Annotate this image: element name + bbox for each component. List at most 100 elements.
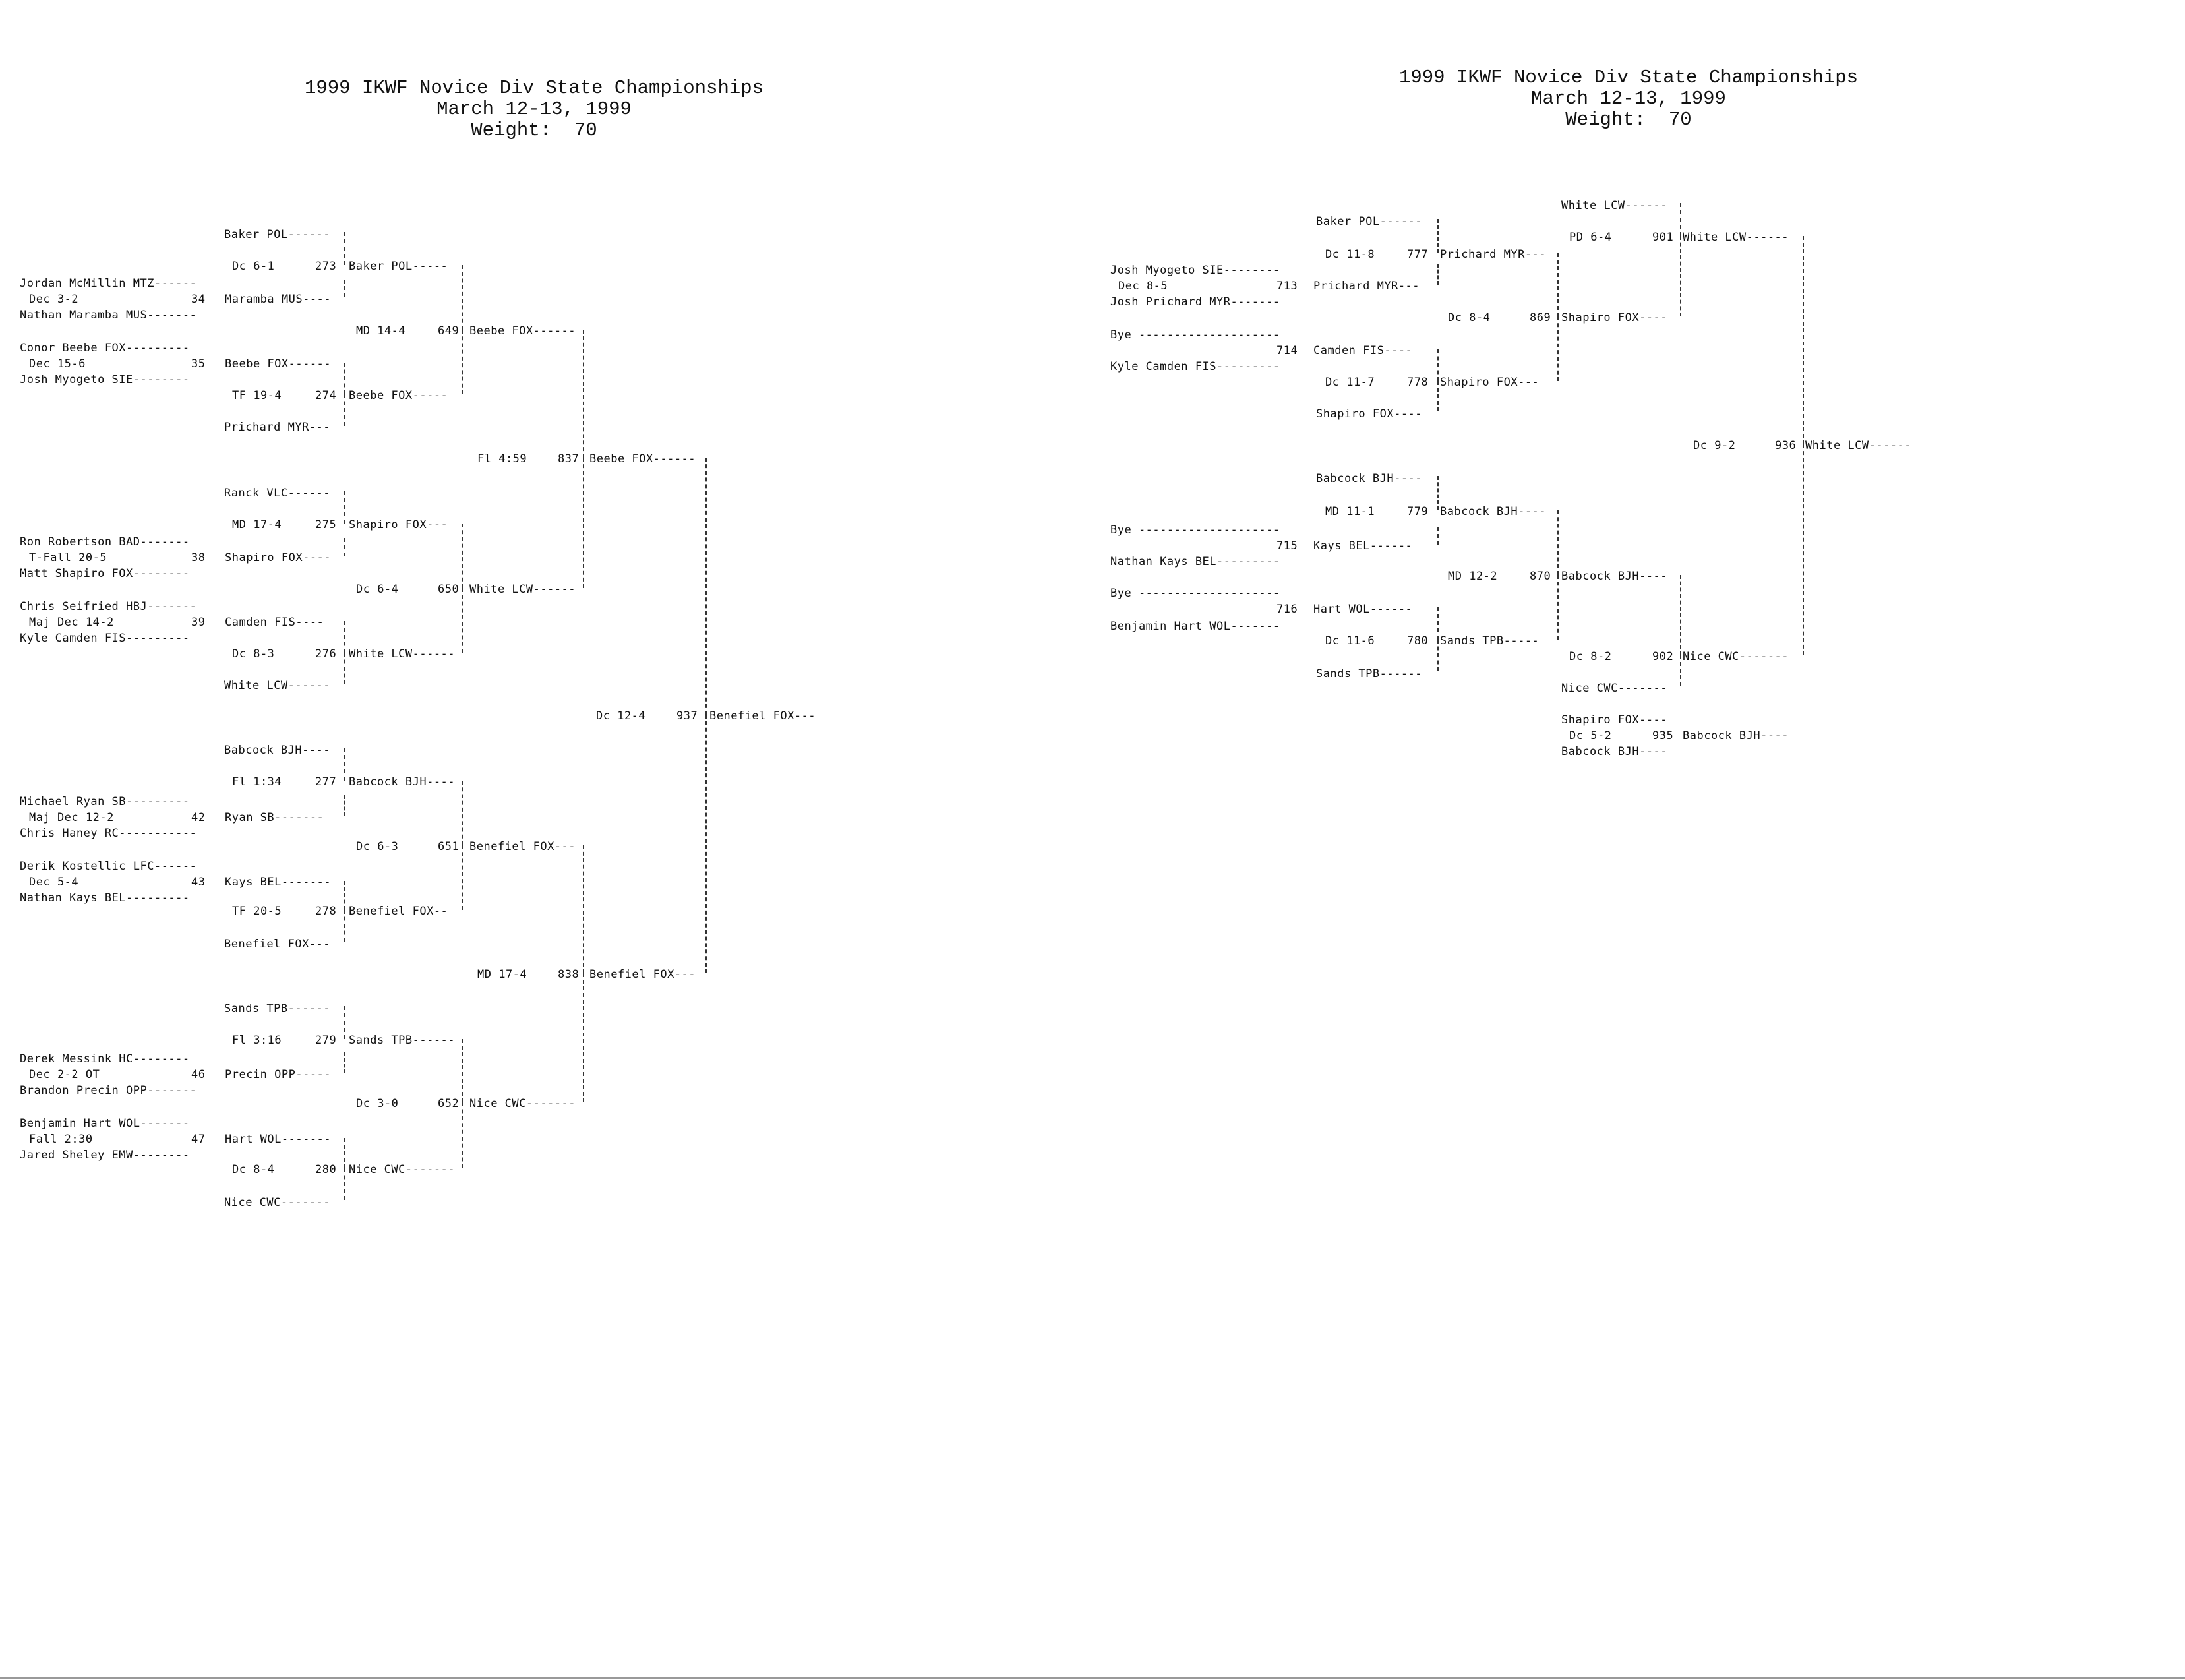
bracket-entry: Shapiro FOX---- xyxy=(1316,407,1423,421)
bracket-entry: Fall 2:30 xyxy=(29,1133,93,1146)
bracket-entry: Dc 8-3 xyxy=(232,647,275,661)
bracket-entry: Camden FIS---- xyxy=(1313,344,1413,357)
bracket-entry: Brandon Precin OPP------- xyxy=(20,1084,197,1097)
right-title-line1: 1999 IKWF Novice Div State Championships xyxy=(1398,67,1859,88)
bracket-entry: Maj Dec 14-2 xyxy=(29,616,114,629)
bracket-entry: Babcock BJH---- xyxy=(1316,472,1423,485)
bracket-entry: White LCW------ xyxy=(1683,231,1789,244)
bracket-entry: Dec 15-6 xyxy=(29,357,86,371)
bracket-entry: Dc 12-4 xyxy=(596,709,646,723)
bracket-entry: MD 17-4 xyxy=(477,968,527,981)
bracket-entry: Babcock BJH---- xyxy=(349,775,456,789)
bracket-entry: White LCW------ xyxy=(224,679,331,692)
bracket-entry: Shapiro FOX---- xyxy=(1561,311,1668,324)
bracket-entry: MD 14-4 xyxy=(356,324,406,338)
bracket-entry: 838 xyxy=(558,968,580,981)
bracket-entry: Prichard MYR--- xyxy=(1313,280,1420,293)
bracket-entry: Nice CWC------- xyxy=(349,1163,456,1176)
bracket-entry: 869 xyxy=(1530,311,1551,324)
bracket-entry: 652 xyxy=(438,1097,460,1110)
bracket-entry: Kays BEL------ xyxy=(1313,539,1413,553)
bracket-entry: 714 xyxy=(1276,344,1298,357)
bracket-entry: Derik Kostellic LFC------ xyxy=(20,860,197,873)
left-title-line1: 1999 IKWF Novice Div State Championships xyxy=(304,77,764,99)
bracket-entry: Benefiel FOX--- xyxy=(469,840,576,853)
bracket-entry: Fl 3:16 xyxy=(232,1034,282,1047)
bracket-entry: Matt Shapiro FOX-------- xyxy=(20,567,190,580)
bracket-entry: Jordan McMillin MTZ------ xyxy=(20,277,197,290)
bracket-entry: Dc 8-4 xyxy=(1448,311,1491,324)
bracket-entry: 716 xyxy=(1276,603,1298,616)
bracket-entry: Sands TPB------ xyxy=(224,1002,331,1015)
bracket-entry: Dc 8-2 xyxy=(1569,650,1612,663)
bracket-entry: Babcock BJH---- xyxy=(1440,505,1547,518)
bracket-entry: 936 xyxy=(1775,439,1797,452)
bracket-entry: Prichard MYR--- xyxy=(224,421,331,434)
bracket-entry: Beebe FOX------ xyxy=(469,324,576,338)
bracket-entry: Dc 11-8 xyxy=(1325,248,1375,261)
bracket-entry: Jared Sheley EMW-------- xyxy=(20,1149,190,1162)
bracket-entry: Benefiel FOX--- xyxy=(709,709,816,723)
bracket-entry: Dec 5-4 xyxy=(29,876,79,889)
bracket-entry: TF 19-4 xyxy=(232,389,282,402)
bracket-entry: Beebe FOX----- xyxy=(349,389,448,402)
bracket-entry: Ryan SB------- xyxy=(225,811,324,824)
bracket-entry: Shapiro FOX--- xyxy=(349,518,448,531)
bracket-entry: Babcock BJH---- xyxy=(1561,745,1668,758)
bracket-entry: Babcock BJH---- xyxy=(1683,729,1789,742)
bracket-entry: 902 xyxy=(1652,650,1674,663)
bracket-entry: Chris Seifried HBJ------- xyxy=(20,600,197,613)
right-title-line3: Weight: 70 xyxy=(1565,109,1692,131)
bracket-entry: White LCW------ xyxy=(349,647,456,661)
bracket-entry: 649 xyxy=(438,324,460,338)
bracket-entry: Dc 6-3 xyxy=(356,840,399,853)
bracket-entry: Benefiel FOX--- xyxy=(589,968,696,981)
bracket-entry: Babcock BJH---- xyxy=(224,744,331,757)
bracket-entry: Hart WOL------ xyxy=(1313,603,1413,616)
bracket-entry: 275 xyxy=(315,518,337,531)
bracket-entry: 273 xyxy=(315,260,337,273)
bracket-entry: Nice CWC------- xyxy=(1683,650,1789,663)
bracket-entry: MD 17-4 xyxy=(232,518,282,531)
bracket-entry: 47 xyxy=(191,1133,206,1146)
bracket-entry: 937 xyxy=(676,709,698,723)
bracket-entry: Shapiro FOX---- xyxy=(1561,713,1668,727)
bracket-entry: Hart WOL------- xyxy=(225,1133,332,1146)
bracket-entry: Josh Myogeto SIE-------- xyxy=(1110,264,1280,277)
bracket-entry: 43 xyxy=(191,876,206,889)
bracket-entry: Fl 4:59 xyxy=(477,452,527,465)
bracket-entry: Dc 6-1 xyxy=(232,260,275,273)
bracket-entry: Bye -------------------- xyxy=(1110,587,1280,600)
bracket-entry: 276 xyxy=(315,647,337,661)
bracket-entry: 837 xyxy=(558,452,580,465)
right-title-line2: March 12-13, 1999 xyxy=(1531,88,1726,109)
bracket-entry: PD 6-4 xyxy=(1569,231,1612,244)
left-title-line2: March 12-13, 1999 xyxy=(436,98,632,120)
bracket-entry: Baker POL------ xyxy=(224,228,331,241)
bracket-entry: Nathan Kays BEL--------- xyxy=(20,891,190,905)
bracket-entry: 35 xyxy=(191,357,206,371)
bracket-entry: Dec 3-2 xyxy=(29,293,79,306)
bracket-entry: 279 xyxy=(315,1034,337,1047)
bracket-entry: Nice CWC------- xyxy=(469,1097,576,1110)
bracket-entry: Fl 1:34 xyxy=(232,775,282,789)
bracket-entry: Josh Myogeto SIE-------- xyxy=(20,373,190,386)
bracket-entry: 778 xyxy=(1407,376,1429,389)
bracket-entry: White LCW------ xyxy=(469,583,576,596)
bracket-entry: Kyle Camden FIS--------- xyxy=(1110,360,1280,373)
bracket-entry: TF 20-5 xyxy=(232,905,282,918)
bracket-entry: Dc 11-7 xyxy=(1325,376,1375,389)
bracket-entry: Bye -------------------- xyxy=(1110,328,1280,342)
bracket-entry: Conor Beebe FOX--------- xyxy=(20,342,190,355)
bracket-entry: 779 xyxy=(1407,505,1429,518)
bracket-entry: 277 xyxy=(315,775,337,789)
bracket-entry: Ranck VLC------ xyxy=(224,487,331,500)
bracket-entry: Kays BEL------- xyxy=(225,876,332,889)
bracket-entry: 901 xyxy=(1652,231,1674,244)
bracket-entry: Dc 11-6 xyxy=(1325,634,1375,647)
bracket-entry: T-Fall 20-5 xyxy=(29,551,107,564)
bracket-entry: Ron Robertson BAD------- xyxy=(20,535,190,549)
bracket-entry: Dc 8-4 xyxy=(232,1163,275,1176)
bracket-entry: White LCW------ xyxy=(1805,439,1912,452)
bracket-entry: Sands TPB------ xyxy=(349,1034,456,1047)
